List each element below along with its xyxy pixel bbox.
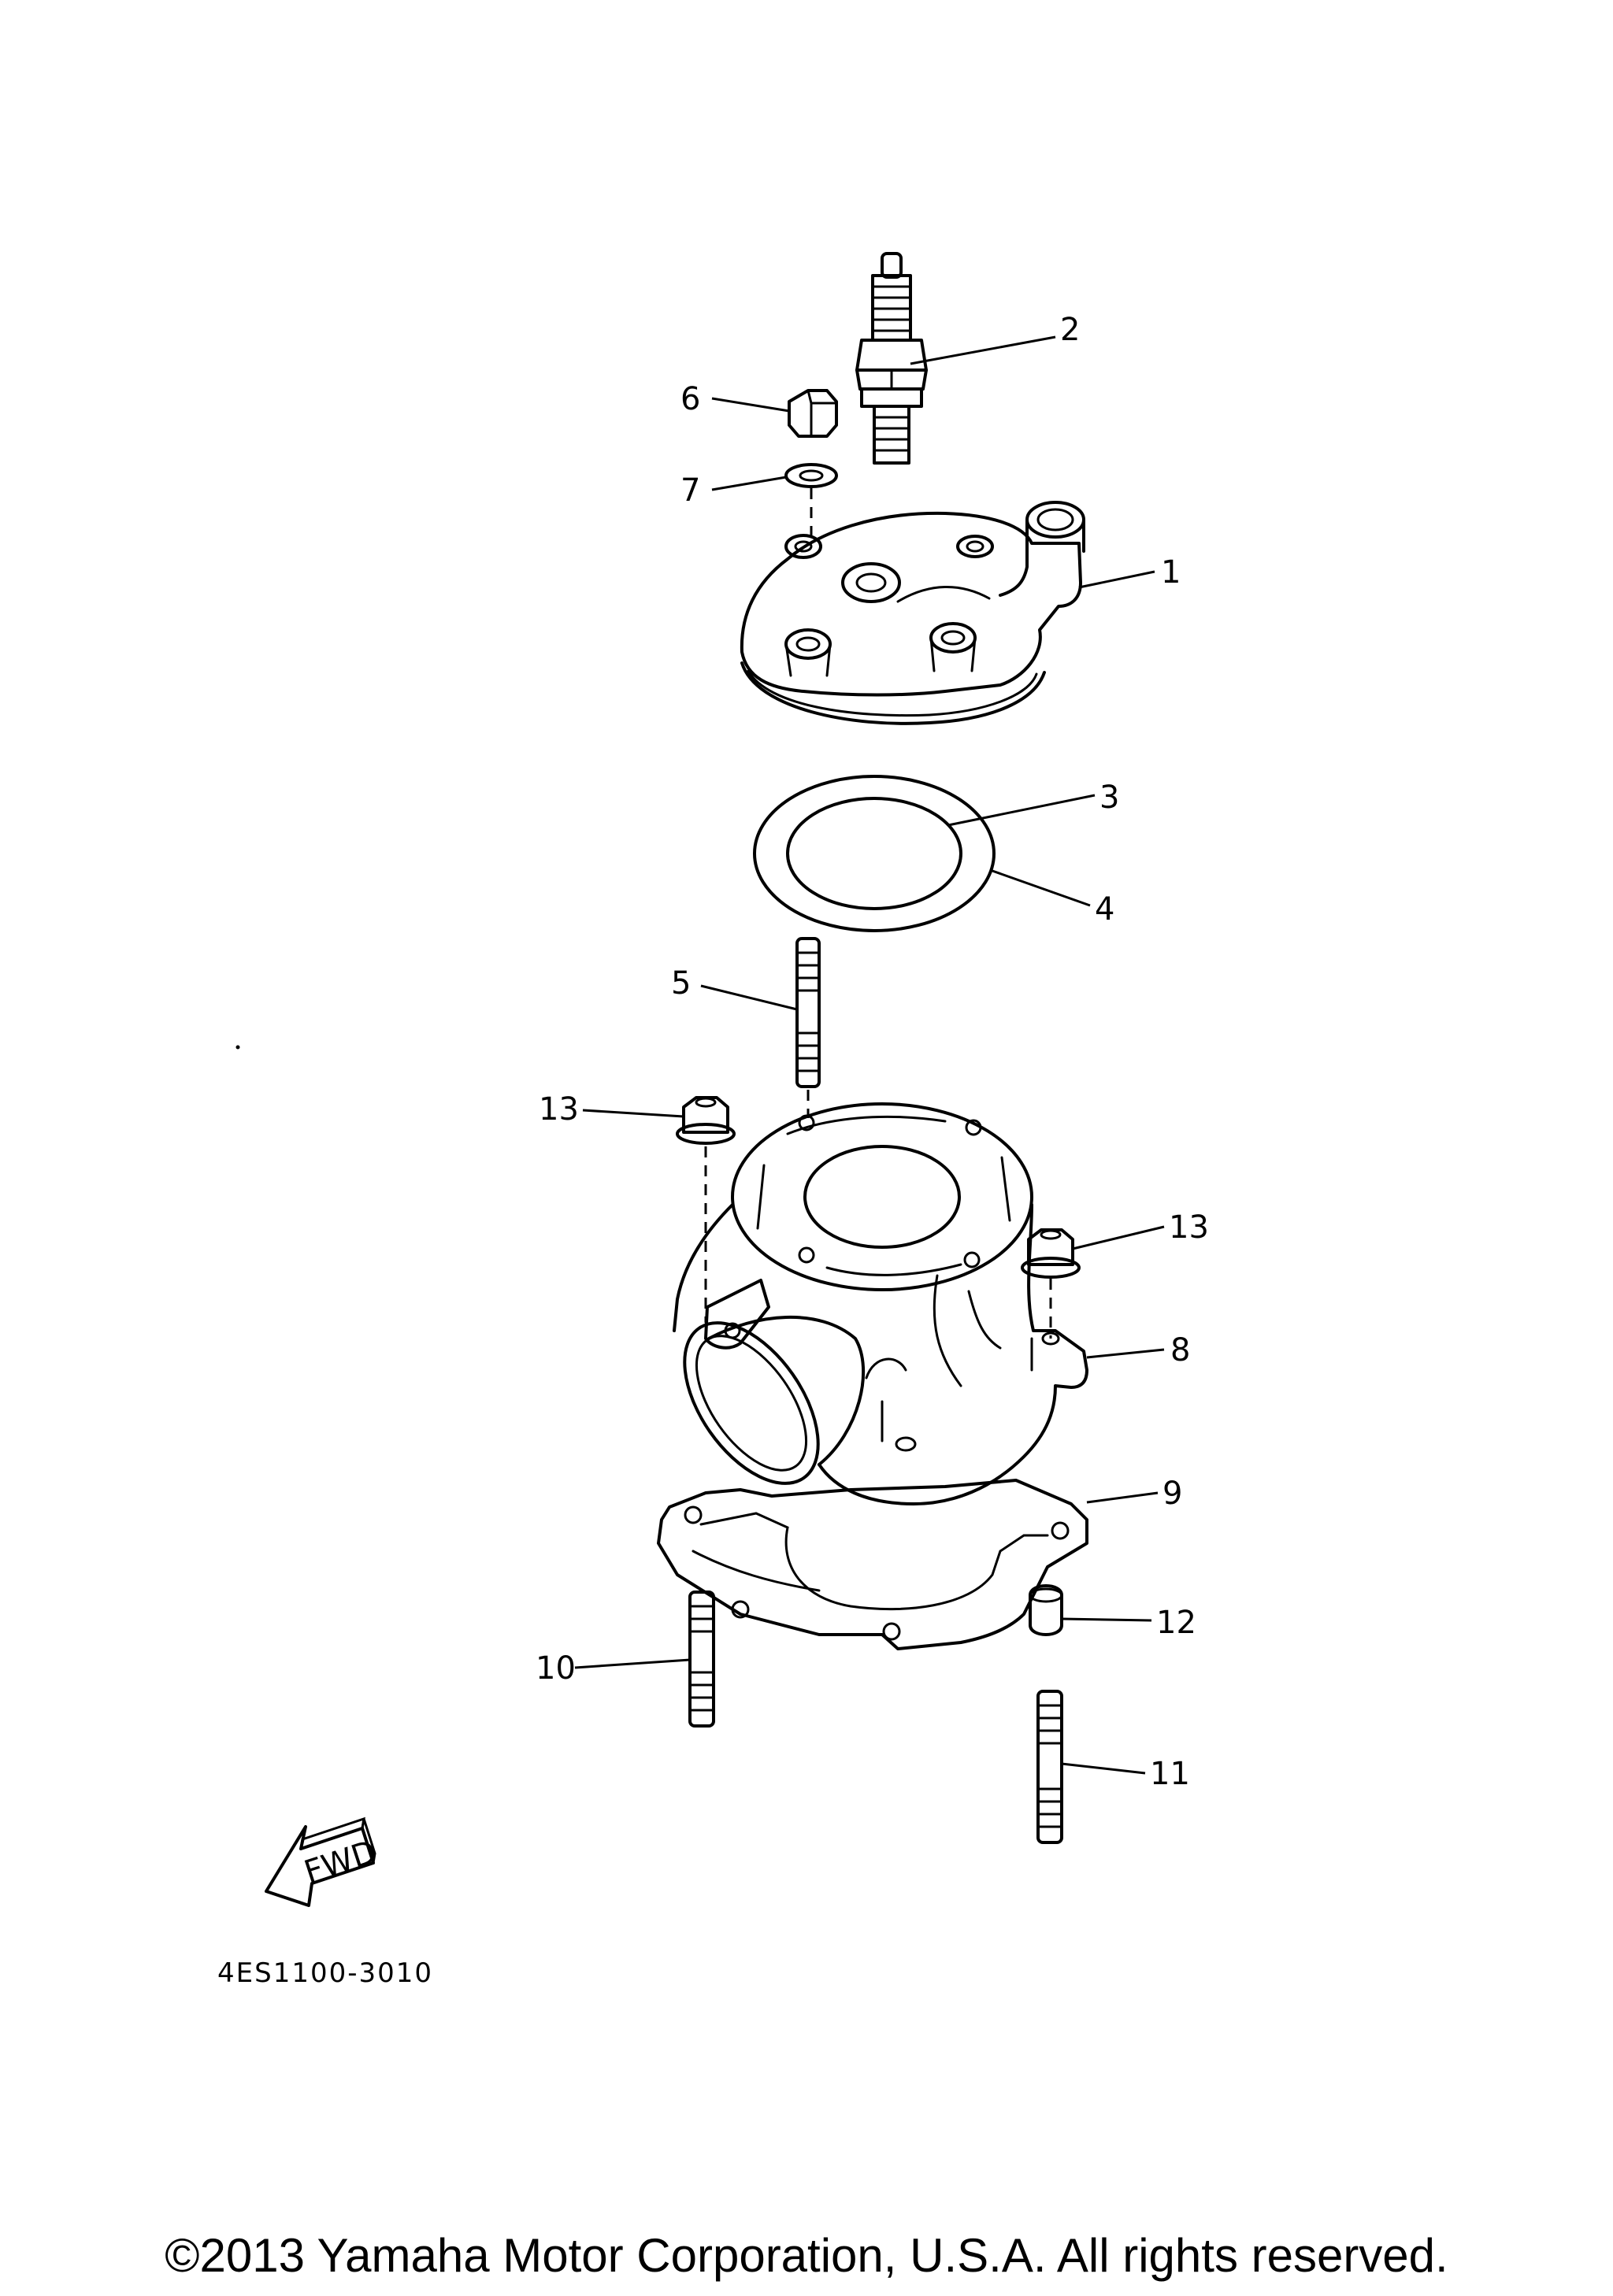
nut-part	[788, 389, 838, 438]
diagram-code: 4ES1100-3010	[217, 1957, 434, 1989]
base-gasket-part	[657, 1479, 1088, 1650]
washer-part	[784, 463, 838, 543]
stray-dot	[235, 1045, 240, 1050]
callout-label: 12	[1156, 1605, 1196, 1641]
callout-labels: 2 6 7 1 3 4 5 13 13 8 9 12 10 11	[536, 312, 1209, 1792]
callout-label: 10	[536, 1650, 576, 1687]
callout-label: 13	[539, 1091, 579, 1128]
cylinder-part	[673, 1102, 1088, 1505]
leader-lines	[574, 335, 1165, 1775]
callout-label: 13	[1169, 1209, 1209, 1246]
callout-label: 9	[1162, 1476, 1182, 1512]
spark-plug-part	[855, 252, 928, 465]
callout-label: 1	[1161, 554, 1181, 591]
copyright-notice: ©2013 Yamaha Motor Corporation, U.S.A. A…	[165, 2229, 1448, 2282]
callout-label: 3	[1099, 780, 1119, 816]
fwd-arrow-icon: FWD	[265, 1816, 381, 1907]
dowel-pin-part	[1029, 1584, 1063, 1636]
stud-bolt-right-part	[1036, 1690, 1063, 1844]
stud-bolt-left-part	[688, 1591, 715, 1728]
callout-label: 6	[680, 381, 700, 417]
callout-label: 8	[1170, 1332, 1190, 1368]
head-gasket-part	[753, 775, 996, 932]
callout-label: 7	[680, 472, 700, 509]
cylinder-head-part	[740, 501, 1085, 725]
fwd-label: FWD	[300, 1834, 381, 1891]
callout-label: 5	[671, 965, 691, 1002]
flange-nut-left-part	[676, 1096, 736, 1323]
head-stud-part	[795, 937, 821, 1118]
callout-label: 4	[1095, 891, 1114, 928]
callout-label: 11	[1150, 1756, 1190, 1792]
callout-label: 2	[1060, 312, 1080, 348]
